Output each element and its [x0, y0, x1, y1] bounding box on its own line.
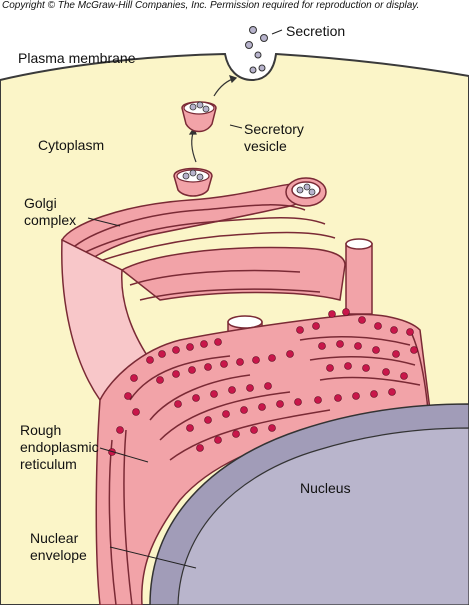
nucleus-shape [149, 403, 469, 605]
label-golgi-line1: Golgi [24, 195, 57, 211]
budding-vesicle [173, 167, 213, 197]
granule [245, 41, 253, 49]
label-rough-er-line1: Rough [20, 422, 62, 438]
label-secretory-line1: Secretory [244, 121, 304, 137]
secretory-vesicle [181, 101, 217, 133]
label-rough-er-line2: endoplasmic [20, 439, 99, 455]
leader-lines [87, 29, 283, 569]
transport-arrows [188, 75, 238, 163]
secretion-granules [245, 26, 268, 74]
label-golgi-line2: complex [24, 212, 77, 228]
granule [249, 26, 257, 34]
granule [249, 66, 257, 74]
label-nucleus: Nucleus [300, 480, 351, 496]
granule [258, 64, 266, 72]
granule [254, 51, 262, 59]
label-nuclear-envelope-line1: Nuclear [30, 530, 79, 546]
label-cytoplasm: Cytoplasm [38, 137, 105, 153]
label-rough-er-line3: reticulum [20, 456, 77, 472]
label-nuclear-envelope-line2: envelope [30, 547, 87, 563]
label-secretory-line2: vesicle [244, 138, 287, 154]
ribosomes [108, 308, 418, 456]
copyright-notice: Copyright © The McGraw-Hill Companies, I… [2, 0, 420, 11]
granule [260, 34, 268, 42]
label-secretion: Secretion [286, 23, 346, 39]
label-plasma-membrane: Plasma membrane [18, 50, 136, 66]
golgi-complex [61, 177, 346, 402]
